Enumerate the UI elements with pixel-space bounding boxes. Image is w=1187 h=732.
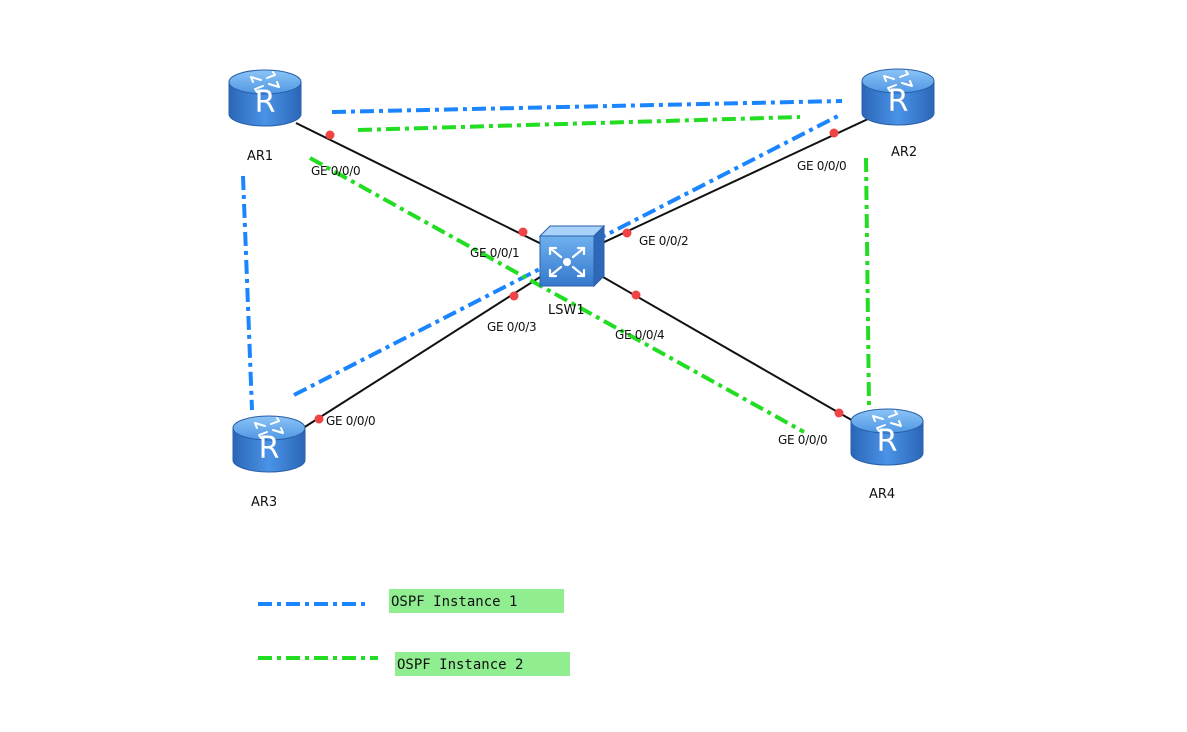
- ospf1-ar1-ar2: [331, 99, 843, 114]
- port-label-ar1: GE 0/0/0: [311, 164, 360, 178]
- port-label-lsw1-ge001: GE 0/0/1: [470, 246, 519, 260]
- router-ar1[interactable]: [228, 69, 302, 127]
- port-dot-lsw1-ge004: [631, 290, 641, 300]
- port-dot-lsw1-ge001: [518, 227, 528, 237]
- router-ar3[interactable]: [232, 415, 306, 473]
- node-labels: AR1 AR2 AR3 AR4 LSW1: [247, 145, 917, 510]
- legend-box-instance-2: [395, 652, 570, 676]
- port-dot-ar3-ge000: [314, 414, 324, 424]
- router-ar2[interactable]: [861, 68, 935, 126]
- legend-label-instance-2: OSPF Instance 2: [397, 657, 523, 673]
- switch-lsw1[interactable]: [538, 224, 606, 288]
- port-label-ar3: GE 0/0/0: [326, 414, 375, 428]
- switch-arrows-icon: [548, 246, 586, 278]
- port-label-lsw1-ge003: GE 0/0/3: [487, 320, 536, 334]
- link-ar3-lsw1: [299, 257, 571, 431]
- ospf1-ar3-ar2: [293, 114, 839, 397]
- node-label-ar3: AR3: [251, 495, 277, 510]
- ospf1-ar1-ar3: [241, 175, 254, 411]
- ospf-instance-1-paths: [241, 99, 843, 411]
- port-label-lsw1-ge002: GE 0/0/2: [639, 234, 688, 248]
- link-ar1-lsw1: [295, 122, 571, 259]
- link-ar2-lsw1: [569, 118, 869, 259]
- legend-box-instance-1: [389, 589, 564, 613]
- router-ar4[interactable]: [850, 408, 924, 466]
- node-label-ar4: AR4: [869, 487, 895, 502]
- node-label-ar1: AR1: [247, 149, 273, 164]
- ospf2-ar1-ar4: [309, 156, 805, 434]
- port-dots: [314, 128, 844, 424]
- ospf2-ar1-ar2: [357, 115, 801, 132]
- port-label-ar2: GE 0/0/0: [797, 159, 846, 173]
- port-dot-ar4-ge000: [834, 408, 844, 418]
- port-label-ar4: GE 0/0/0: [778, 433, 827, 447]
- ospf-instance-2-paths: [309, 115, 871, 434]
- port-labels: GE 0/0/0 GE 0/0/1 GE 0/0/0 GE 0/0/2 GE 0…: [311, 159, 847, 447]
- legend: OSPF Instance 1 OSPF Instance 2: [258, 589, 570, 676]
- node-label-lsw1: LSW1: [548, 303, 585, 318]
- port-dot-ar2-ge000: [829, 128, 839, 138]
- ospf2-ar2-ar4: [864, 157, 871, 408]
- legend-label-instance-1: OSPF Instance 1: [391, 594, 517, 610]
- port-label-lsw1-ge004: GE 0/0/4: [615, 328, 664, 342]
- port-dot-ar1-ge000: [325, 130, 335, 140]
- port-dot-lsw1-ge003: [509, 291, 519, 301]
- node-label-ar2: AR2: [891, 145, 917, 160]
- port-dot-lsw1-ge002: [622, 228, 632, 238]
- link-ar4-lsw1: [569, 257, 856, 423]
